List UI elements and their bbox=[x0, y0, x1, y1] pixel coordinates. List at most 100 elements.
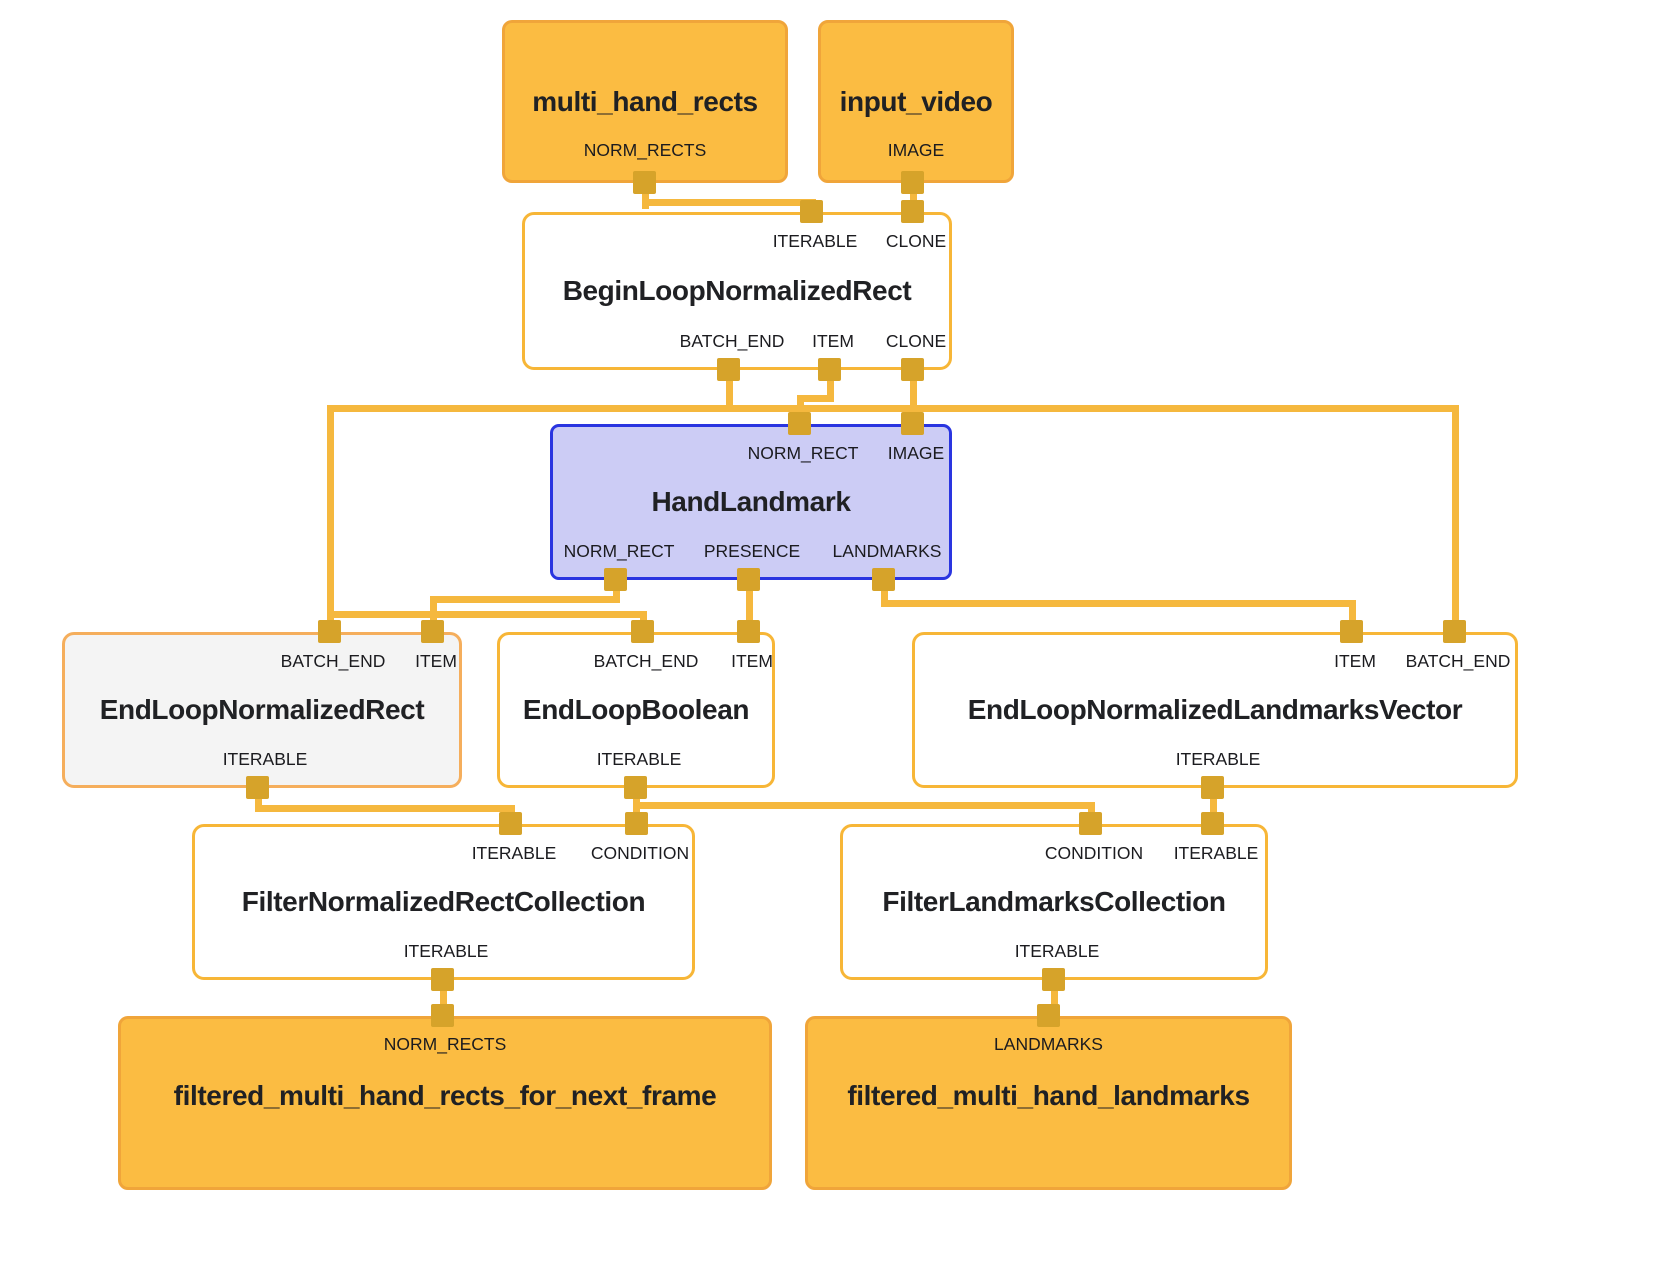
edge-batchend-bus bbox=[1452, 405, 1459, 635]
node-end-loop-normalized-rect[interactable]: BATCH_END ITEM EndLoopNormalizedRect ITE… bbox=[62, 632, 462, 788]
port-label-batch-end: BATCH_END bbox=[1405, 651, 1511, 671]
port-endloopboolean-iterable-out[interactable] bbox=[624, 776, 647, 799]
edge-endloopvector-to-filterlandmarks bbox=[1210, 790, 1217, 826]
node-title: HandLandmark bbox=[651, 486, 851, 517]
node-title: FilterNormalizedRectCollection bbox=[241, 886, 646, 917]
port-label-batch-end: BATCH_END bbox=[280, 651, 386, 671]
node-title: multi_hand_rects bbox=[532, 86, 758, 117]
edge-normrect-to-endlooprect bbox=[430, 596, 437, 634]
edge-multihandrects-to-beginloop bbox=[642, 185, 649, 209]
port-endloopvector-iterable-out[interactable] bbox=[1201, 776, 1224, 799]
node-filtered-multi-hand-landmarks[interactable]: LANDMARKS filtered_multi_hand_landmarks bbox=[805, 1016, 1292, 1190]
edge-endlooprect-to-filterrect bbox=[255, 790, 262, 812]
port-endlooprect-batch-end-in[interactable] bbox=[318, 620, 341, 643]
edge-condition-bus bbox=[633, 802, 1095, 809]
port-label-clone: CLONE bbox=[885, 331, 947, 351]
port-filtered-rects-norm-rects-in[interactable] bbox=[431, 1004, 454, 1027]
node-title: input_video bbox=[839, 86, 993, 117]
node-title: BeginLoopNormalizedRect bbox=[562, 275, 912, 306]
edge-batchend-bus bbox=[327, 405, 334, 635]
port-filtered-landmarks-landmarks-in[interactable] bbox=[1037, 1004, 1060, 1027]
node-filtered-multi-hand-rects-for-next-frame[interactable]: NORM_RECTS filtered_multi_hand_rects_for… bbox=[118, 1016, 772, 1190]
node-end-loop-boolean[interactable]: BATCH_END ITEM EndLoopBoolean ITERABLE bbox=[497, 632, 775, 788]
node-filter-landmarks-collection[interactable]: CONDITION ITERABLE FilterLandmarksCollec… bbox=[840, 824, 1268, 980]
port-handlandmark-norm-rect-out[interactable] bbox=[604, 568, 627, 591]
port-endlooprect-iterable-out[interactable] bbox=[246, 776, 269, 799]
port-handlandmark-norm-rect-in[interactable] bbox=[788, 412, 811, 435]
node-end-loop-normalized-landmarks-vector[interactable]: ITEM BATCH_END EndLoopNormalizedLandmark… bbox=[912, 632, 1518, 788]
node-title: FilterLandmarksCollection bbox=[882, 886, 1226, 917]
port-label-iterable: ITERABLE bbox=[1014, 941, 1100, 961]
port-label-landmarks: LANDMARKS bbox=[832, 541, 942, 561]
port-input-video-image-out[interactable] bbox=[901, 171, 924, 194]
edge-presence-to-endloopboolean bbox=[746, 582, 753, 634]
edge-normrect-to-endlooprect bbox=[430, 596, 620, 603]
port-filterrect-condition-in[interactable] bbox=[625, 812, 648, 835]
node-title: EndLoopNormalizedRect bbox=[99, 694, 425, 725]
port-label-condition: CONDITION bbox=[590, 843, 690, 863]
port-handlandmark-image-in[interactable] bbox=[901, 412, 924, 435]
port-label-presence: PRESENCE bbox=[703, 541, 801, 561]
edge-filterrect-to-output bbox=[440, 982, 447, 1018]
port-label-iterable: ITERABLE bbox=[403, 941, 489, 961]
edge-batchend-bus bbox=[726, 372, 733, 412]
port-endloopboolean-batch-end-in[interactable] bbox=[631, 620, 654, 643]
port-label-image: IMAGE bbox=[887, 140, 945, 160]
edge-item-to-handlandmark bbox=[827, 372, 834, 402]
edge-item-to-handlandmark bbox=[797, 395, 834, 402]
edge-filterlandmarks-to-output bbox=[1051, 982, 1058, 1018]
port-label-iterable: ITERABLE bbox=[1173, 843, 1259, 863]
port-beginloop-item-out[interactable] bbox=[818, 358, 841, 381]
edge-landmarks-to-endloopvector bbox=[1349, 600, 1356, 634]
node-begin-loop-normalized-rect[interactable]: ITERABLE CLONE BeginLoopNormalizedRect B… bbox=[522, 212, 952, 370]
node-title: filtered_multi_hand_landmarks bbox=[847, 1080, 1250, 1111]
port-beginloop-clone-out[interactable] bbox=[901, 358, 924, 381]
port-multi-hand-rects-norm-rects-out[interactable] bbox=[633, 171, 656, 194]
port-filterrect-iterable-in[interactable] bbox=[499, 812, 522, 835]
port-label-iterable: ITERABLE bbox=[222, 749, 308, 769]
port-label-iterable: ITERABLE bbox=[596, 749, 682, 769]
node-hand-landmark[interactable]: NORM_RECT IMAGE HandLandmark NORM_RECT P… bbox=[550, 424, 952, 580]
port-label-item: ITEM bbox=[812, 331, 854, 351]
port-label-batch-end: BATCH_END bbox=[679, 331, 785, 351]
port-label-landmarks: LANDMARKS bbox=[994, 1034, 1103, 1054]
port-handlandmark-presence-out[interactable] bbox=[737, 568, 760, 591]
port-beginloop-clone-in[interactable] bbox=[901, 200, 924, 223]
edge-endlooprect-to-filterrect bbox=[255, 805, 515, 812]
port-label-item: ITEM bbox=[415, 651, 457, 671]
edge-multihandrects-to-beginloop bbox=[642, 199, 816, 206]
port-label-iterable: ITERABLE bbox=[1175, 749, 1261, 769]
port-label-norm-rect: NORM_RECT bbox=[563, 541, 675, 561]
edge-batchend-bus bbox=[327, 611, 647, 618]
port-label-norm-rects: NORM_RECTS bbox=[383, 1034, 507, 1054]
port-label-batch-end: BATCH_END bbox=[593, 651, 699, 671]
port-beginloop-batch-end-out[interactable] bbox=[717, 358, 740, 381]
edge-landmarks-to-endloopvector bbox=[881, 600, 1356, 607]
node-multi-hand-rects[interactable]: multi_hand_rects NORM_RECTS bbox=[502, 20, 788, 183]
port-filterlandmarks-iterable-in[interactable] bbox=[1201, 812, 1224, 835]
port-filterlandmarks-iterable-out[interactable] bbox=[1042, 968, 1065, 991]
node-filter-normalized-rect-collection[interactable]: ITERABLE CONDITION FilterNormalizedRectC… bbox=[192, 824, 695, 980]
edge-normrect-to-endlooprect bbox=[613, 582, 620, 603]
node-title: filtered_multi_hand_rects_for_next_frame bbox=[173, 1080, 717, 1111]
port-filterrect-iterable-out[interactable] bbox=[431, 968, 454, 991]
port-filterlandmarks-condition-in[interactable] bbox=[1079, 812, 1102, 835]
port-beginloop-iterable-in[interactable] bbox=[800, 200, 823, 223]
port-label-clone: CLONE bbox=[885, 231, 947, 251]
port-endloopvector-item-in[interactable] bbox=[1340, 620, 1363, 643]
port-label-norm-rects: NORM_RECTS bbox=[583, 140, 707, 160]
edge-landmarks-to-endloopvector bbox=[881, 582, 888, 607]
port-endloopboolean-item-in[interactable] bbox=[737, 620, 760, 643]
port-endlooprect-item-in[interactable] bbox=[421, 620, 444, 643]
port-label-image: IMAGE bbox=[887, 443, 945, 463]
node-title: EndLoopNormalizedLandmarksVector bbox=[967, 694, 1463, 725]
port-label-iterable: ITERABLE bbox=[471, 843, 557, 863]
edge-clone-to-handlandmark bbox=[910, 372, 917, 427]
port-label-norm-rect: NORM_RECT bbox=[747, 443, 859, 463]
port-endloopvector-batch-end-in[interactable] bbox=[1443, 620, 1466, 643]
port-label-item: ITEM bbox=[1334, 651, 1376, 671]
port-handlandmark-landmarks-out[interactable] bbox=[872, 568, 895, 591]
node-input-video[interactable]: input_video IMAGE bbox=[818, 20, 1014, 183]
port-label-item: ITEM bbox=[731, 651, 773, 671]
